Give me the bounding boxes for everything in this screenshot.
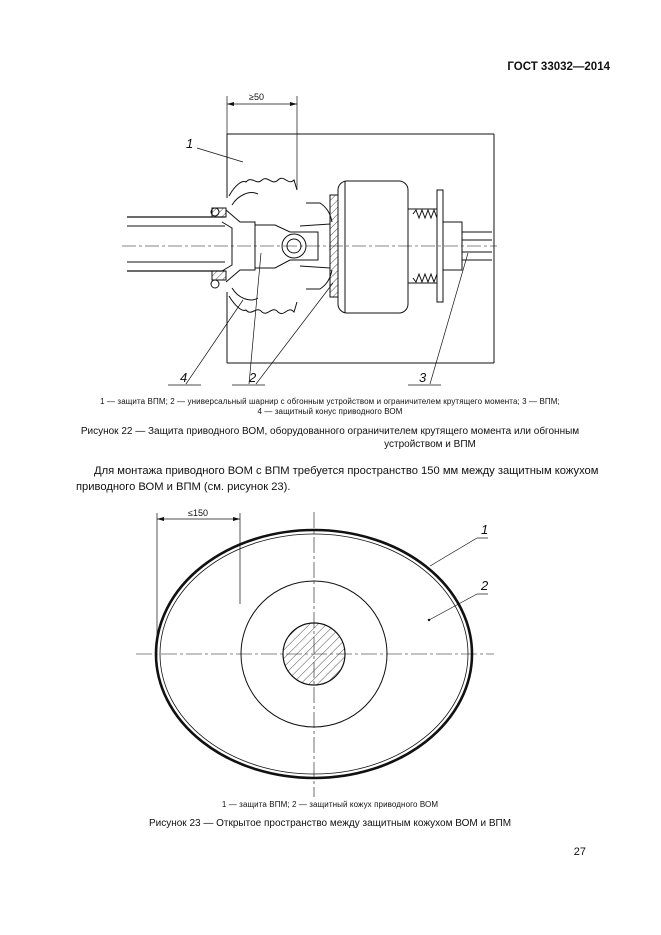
- page-number: 27: [573, 846, 586, 858]
- body-paragraph-line-2: приводного ВОМ и ВПМ (см. рисунок 23).: [76, 481, 291, 493]
- figure-23-drawing: ≤150 1 2: [136, 508, 494, 797]
- fig22-callout-4: 4: [180, 370, 187, 385]
- fig22-legend-line-2: 4 — защитный конус приводного ВОМ: [257, 407, 403, 416]
- fig22-legend-line-1: 1 — защита ВПМ; 2 — универсальный шарнир…: [100, 397, 560, 406]
- fig22-callout-1: 1: [186, 136, 193, 151]
- fig23-callout-1: 1: [481, 522, 488, 537]
- fig23-dimension-label: ≤150: [188, 508, 208, 518]
- fig22-callout-3: 3: [419, 370, 427, 385]
- body-paragraph-line-1: Для монтажа приводного ВОМ с ВПМ требует…: [94, 465, 599, 477]
- fig22-caption-line-1: Рисунок 22 — Защита приводного ВОМ, обор…: [80, 426, 580, 437]
- fig23-caption: Рисунок 23 — Открытое пространство между…: [148, 818, 512, 829]
- fig22-caption-line-2: устройством и ВПМ: [384, 439, 476, 450]
- fig23-legend: 1 — защита ВПМ; 2 — защитный кожух приво…: [221, 800, 439, 809]
- figure-22-drawing: ≥50 1 2 3 4: [122, 92, 497, 386]
- fig23-callout-2: 2: [480, 578, 489, 593]
- fig22-dimension-label: ≥50: [249, 92, 264, 102]
- standard-code-header: ГОСТ 33032—2014: [507, 61, 610, 73]
- fig22-callout-2: 2: [248, 370, 257, 385]
